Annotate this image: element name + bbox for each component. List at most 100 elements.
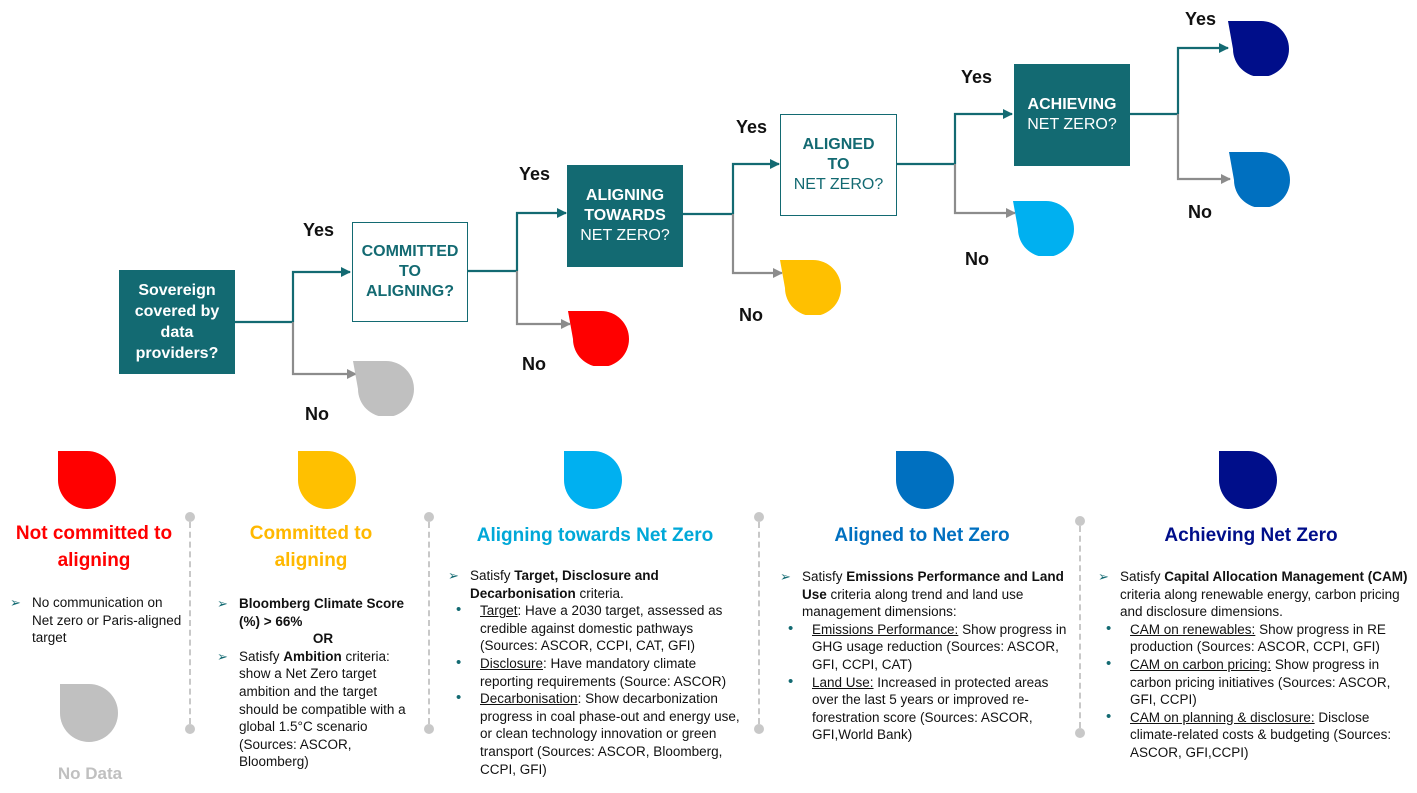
achieving-title: Achieving Net Zero [1164, 525, 1338, 546]
q3-line2: TO [827, 156, 850, 173]
criteria-text: Satisfy [239, 648, 284, 664]
criteria-underline: Land Use: [812, 674, 874, 690]
no-label-2: No [522, 354, 546, 374]
sub-criteria-item: • Decarbonisation: Show decarbonization … [448, 689, 748, 778]
criteria-text: Satisfy [470, 568, 515, 583]
achieving-criteria: ➢ Satisfy Capital Allocation Management … [1098, 568, 1410, 762]
yes-arrow-2 [515, 208, 567, 271]
no-arrow-4 [953, 164, 1016, 218]
sub-criteria-item: • CAM on carbon pricing: Show progress i… [1098, 654, 1410, 709]
criteria-text: Satisfy [1120, 569, 1165, 584]
legend-red-drop-icon [58, 451, 116, 509]
navy-drop-icon [1228, 21, 1289, 76]
criteria-text: criteria along trend and land use manage… [802, 586, 1024, 620]
chevron-arrow-icon: ➢ [448, 568, 459, 583]
q3-line3: NET ZERO? [793, 176, 884, 193]
dot-bullet-icon: • [788, 619, 794, 637]
criteria-text: criteria. [575, 585, 624, 601]
chevron-arrow-icon: ➢ [780, 569, 791, 584]
no-data-title: No Data [57, 764, 123, 783]
separator-3 [758, 522, 760, 724]
criteria-text: Show progress in GHG usage reduction (So… [812, 621, 1067, 672]
start-box: Sovereign covered by data providers? [119, 270, 235, 374]
criteria-text: : Have a 2030 target, assessed as credib… [480, 603, 723, 654]
criteria-item: ➢ Satisfy Capital Allocation Management … [1098, 568, 1410, 621]
dot-bullet-icon: • [456, 653, 462, 671]
chevron-arrow-icon: ➢ [217, 596, 228, 611]
criteria-text: criteria along renewable energy, carbon … [1120, 586, 1400, 620]
no-arrow-1 [291, 322, 357, 379]
no-label-5: No [1188, 202, 1212, 222]
no-label-4: No [965, 249, 989, 269]
criteria-text: Satisfy [802, 569, 847, 584]
yes-label-4: Yes [961, 67, 993, 87]
q2-line3: NET ZERO? [580, 227, 670, 244]
separator-dot [754, 724, 764, 734]
criteria-bold: Target, Disclosure and Decarbonisation [470, 568, 659, 601]
separator-dot [1075, 728, 1085, 738]
bloomberg-criteria: Bloomberg Climate Score (%) > 66% [239, 596, 405, 629]
sub-criteria-item: • CAM on planning & disclosure: Disclose… [1098, 708, 1410, 762]
criteria-item: ➢ Bloomberg Climate Score (%) > 66% [217, 595, 407, 630]
ambition-label: Ambition [283, 648, 342, 664]
or-label: OR [312, 631, 334, 647]
criteria-underline: Decarbonisation [480, 691, 578, 707]
yes-arrow-3 [731, 159, 780, 214]
achieving-question-box: ACHIEVING NET ZERO? [1014, 64, 1130, 166]
legend-lightblue-drop-icon [564, 451, 622, 509]
sub-criteria-item: • Land Use: Increased in protected areas… [780, 672, 1070, 744]
separator-2 [428, 522, 430, 724]
dot-bullet-icon: • [788, 672, 794, 690]
criteria-text: Show progress in RE production (Sources:… [1130, 621, 1386, 655]
aligned-question-box: ALIGNED TO NET ZERO? [780, 114, 897, 216]
criteria-bold: Capital Allocation Management (CAM) [1164, 569, 1408, 584]
no-arrow-5 [1176, 114, 1231, 184]
sub-criteria-item: • Emissions Performance: Show progress i… [780, 619, 1070, 674]
criteria-text: Disclose climate-related costs & budgeti… [1130, 709, 1392, 760]
criteria-text: No communication on Net zero or Paris-al… [32, 595, 182, 646]
gray-drop-icon [353, 361, 414, 416]
q2-line2: TOWARDS [584, 207, 666, 224]
criteria-text: : Have mandatory climate reporting requi… [480, 655, 727, 689]
criteria-text: Increased in protected areas over the la… [812, 674, 1049, 743]
yes-arrow-1 [291, 267, 351, 322]
aligned-criteria: ➢ Satisfy Emissions Performance and Land… [780, 568, 1070, 744]
legend-navy-drop-icon [1219, 451, 1277, 509]
separator-dot [1075, 516, 1085, 526]
separator-1 [189, 522, 191, 724]
legend-gray-drop-icon [60, 684, 118, 742]
criteria-text: Show progress in carbon pricing initiati… [1130, 656, 1391, 708]
sub-criteria-item: • Target: Have a 2030 target, assessed a… [448, 601, 748, 655]
separator-dot [424, 512, 434, 522]
midblue-drop-icon [1229, 152, 1290, 207]
red-drop-icon [568, 311, 629, 366]
criteria-underline: CAM on carbon pricing: [1130, 656, 1272, 672]
criteria-item: ➢ Satisfy Emissions Performance and Land… [780, 568, 1070, 621]
yes-label-2: Yes [519, 164, 551, 184]
chevron-arrow-icon: ➢ [10, 595, 21, 610]
q2-line1: ALIGNING [585, 187, 665, 204]
criteria-underline: Emissions Performance: [812, 621, 959, 637]
dot-bullet-icon: • [456, 689, 462, 707]
aligned-title: Aligned to Net Zero [834, 525, 1010, 546]
criteria-bold: Emissions Performance and Land Use [802, 569, 1064, 602]
separator-dot [424, 724, 434, 734]
committed-criteria: ➢ Bloomberg Climate Score (%) > 66% OR ➢… [217, 595, 407, 771]
separator-4 [1079, 526, 1081, 728]
q1-line1: COMMITTED [361, 243, 459, 260]
committed-question-box: COMMITTED TO ALIGNING? [352, 222, 468, 322]
q4-line2: NET ZERO? [1027, 116, 1117, 133]
yes-label-1: Yes [303, 220, 335, 240]
not-committed-criteria: ➢ No communication on Net zero or Paris-… [10, 594, 182, 647]
q3-line1: ALIGNED [802, 136, 875, 153]
yes-label-5: Yes [1185, 9, 1217, 29]
criteria-item: ➢ No communication on Net zero or Paris-… [10, 594, 182, 647]
chevron-arrow-icon: ➢ [1098, 569, 1109, 584]
sub-criteria-item: • Disclosure: Have mandatory climate rep… [448, 653, 748, 690]
legend-midblue-drop-icon [896, 451, 954, 509]
dot-bullet-icon: • [1106, 654, 1112, 672]
yes-label-3: Yes [736, 117, 768, 137]
q1-line3: ALIGNING? [366, 283, 454, 300]
separator-dot [754, 512, 764, 522]
